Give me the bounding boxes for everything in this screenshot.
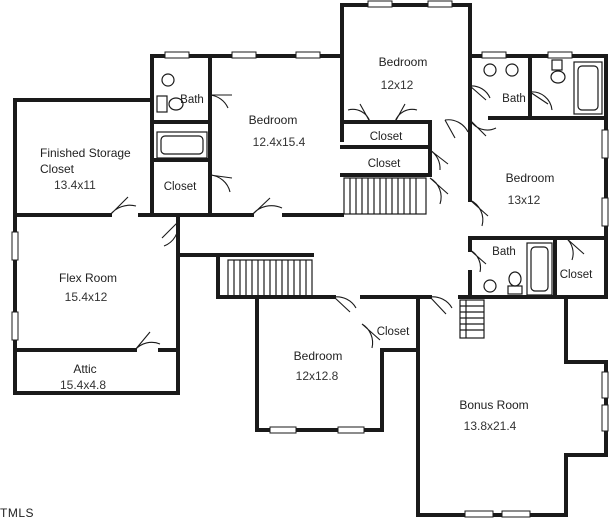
stairs-upper: [343, 177, 427, 215]
bath-left-fixtures: [156, 73, 208, 159]
bedroom-top-size: 12x12: [380, 78, 414, 92]
storage-size: 13.4x11: [54, 178, 96, 192]
walls: [13, 3, 608, 517]
bonus-room-name: Bonus Room: [459, 398, 529, 412]
attic-name: Attic: [73, 362, 97, 376]
windows: [11, 0, 609, 518]
closet-bottom-label: Closet: [376, 326, 410, 338]
bedroom-left-name: Bedroom: [248, 113, 298, 127]
bedroom-right-size: 13x12: [507, 193, 541, 207]
bath-right-fixtures: [483, 59, 603, 115]
bonus-room-size: 13.8x21.4: [463, 419, 517, 433]
stairs-bonus: [459, 299, 485, 339]
stairs-lower: [227, 259, 313, 297]
doors: [109, 85, 585, 351]
bath-left-name: Bath: [180, 94, 204, 106]
closet-right-label: Closet: [559, 269, 593, 281]
flex-room-name: Flex Room: [58, 271, 118, 285]
storage-name-line1: Finished Storage: [40, 146, 131, 160]
flex-room-size: 15.4x12: [64, 290, 108, 304]
bath-right-name: Bath: [502, 93, 526, 105]
closet-left-label: Closet: [163, 181, 197, 193]
bath-mid-fixtures: [483, 242, 553, 296]
closet-mid-label: Closet: [367, 158, 401, 170]
bedroom-top-name: Bedroom: [378, 55, 428, 69]
bedroom-left-size: 12.4x15.4: [252, 135, 306, 149]
bedroom-right-name: Bedroom: [505, 171, 555, 185]
bath-mid-name: Bath: [492, 246, 516, 258]
bedroom-bottom-name: Bedroom: [293, 349, 343, 363]
bedroom-bottom-size: 12x12.8: [295, 369, 339, 383]
mls-watermark: TMLS: [0, 506, 35, 520]
closet-top-label: Closet: [369, 131, 403, 143]
attic-size: 15.4x4.8: [59, 378, 107, 392]
storage-name-line2: Closet: [40, 162, 75, 176]
